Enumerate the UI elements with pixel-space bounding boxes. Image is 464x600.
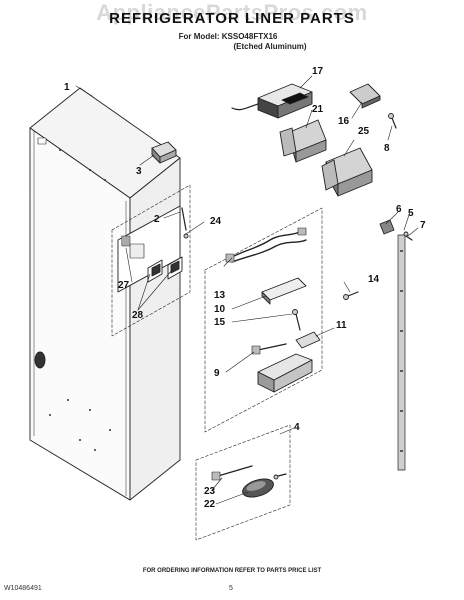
callout-14: 14 [368, 274, 380, 285]
callout-3: 3 [136, 166, 142, 177]
callout-21: 21 [312, 104, 324, 115]
callout-labels: 1 2 3 4 5 6 7 8 9 10 11 13 14 15 16 17 2… [64, 66, 426, 510]
ordering-info: FOR ORDERING INFORMATION REFER TO PARTS … [142, 568, 322, 574]
callout-25: 25 [358, 126, 370, 137]
dispenser-housing-group [111, 184, 191, 337]
lamp-assembly [231, 83, 313, 119]
callout-22: 22 [204, 499, 216, 510]
watermark: AppliancePartsPros.com [96, 0, 368, 25]
callout-17: 17 [312, 66, 324, 77]
module-group [204, 207, 323, 433]
page-title: REFRIGERATOR LINER PARTS [109, 10, 355, 27]
document-number: W10486491 [4, 585, 42, 592]
callout-6: 6 [396, 204, 402, 215]
leader-lines [75, 75, 419, 505]
screw-14 [343, 291, 359, 300]
liner-box [29, 87, 181, 501]
finish-line: (Etched Aluminum) [233, 42, 307, 51]
callout-23: 23 [204, 486, 216, 497]
page-number: 5 [229, 585, 233, 592]
callout-7: 7 [420, 220, 426, 231]
control-bracket [151, 141, 177, 164]
screw-8 [388, 113, 397, 129]
rail [379, 219, 413, 471]
light-socket [349, 83, 381, 109]
callout-16: 16 [338, 116, 350, 127]
callout-27: 27 [118, 280, 130, 291]
callout-8: 8 [384, 143, 390, 154]
callout-11: 11 [336, 320, 347, 331]
callout-10: 10 [214, 304, 226, 315]
cover-21 [279, 119, 327, 163]
callout-5: 5 [408, 208, 414, 219]
callout-2: 2 [154, 214, 160, 225]
callout-28: 28 [132, 310, 144, 321]
callout-1: 1 [64, 82, 70, 93]
light-group [195, 424, 291, 541]
callout-24: 24 [210, 216, 222, 227]
callout-4: 4 [294, 422, 300, 433]
callout-15: 15 [214, 317, 226, 328]
callout-13: 13 [214, 290, 226, 301]
callout-9: 9 [214, 368, 220, 379]
cover-25 [321, 147, 373, 197]
model-line: For Model: KSSO48FTX16 [178, 32, 278, 41]
